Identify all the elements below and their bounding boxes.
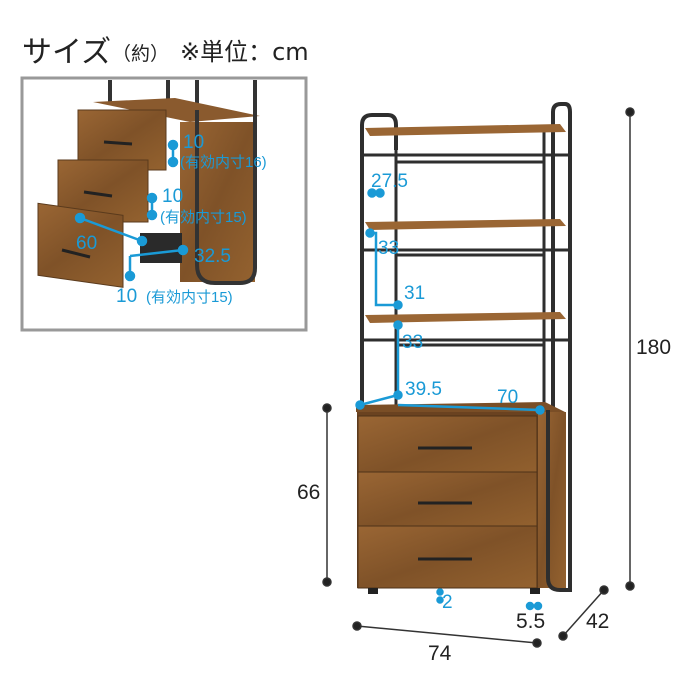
inset-dimension-marks [74, 139, 189, 282]
shelf-gap-2: 33 [402, 332, 423, 353]
foot-height: 5.5 [516, 610, 545, 633]
cabinet-top-width: 70 [497, 387, 518, 408]
shelf-depth: 31 [404, 283, 425, 304]
floor-clearance: 2 [442, 592, 453, 613]
shelf-top [365, 124, 566, 136]
shelf-3 [365, 312, 566, 323]
total-width: 74 [428, 642, 452, 665]
drawer-2 [357, 471, 538, 531]
shelf-top-gap: 27.5 [371, 171, 408, 192]
drawer-inset [20, 76, 308, 332]
drawer-3 [357, 525, 538, 589]
shelf-2 [365, 219, 566, 230]
main-dimension-marks [355, 188, 545, 611]
overall-dimension-lines [322, 107, 635, 648]
drawer-depth: 60 [76, 233, 97, 254]
drawer3-inner: (有効内寸15) [146, 289, 233, 306]
title: サイズ [22, 35, 111, 70]
unit-note: ※単位：cm [180, 38, 309, 66]
approx-label: （約） [112, 43, 169, 65]
drawer1-inner: (有効内寸16) [180, 154, 267, 171]
drawer2-inner: (有効内寸15) [160, 209, 247, 226]
drawer1-height: 10 [183, 132, 204, 153]
total-depth: 42 [586, 610, 609, 633]
total-height: 180 [636, 336, 671, 359]
cabinet-top-depth: 39.5 [405, 379, 442, 400]
drawer2-height: 10 [162, 186, 183, 207]
drawer-width: 32.5 [194, 246, 231, 267]
shelf-gap-1: 33 [378, 238, 399, 259]
cabinet-height: 66 [297, 481, 320, 504]
drawer3-height: 10 [116, 286, 137, 307]
